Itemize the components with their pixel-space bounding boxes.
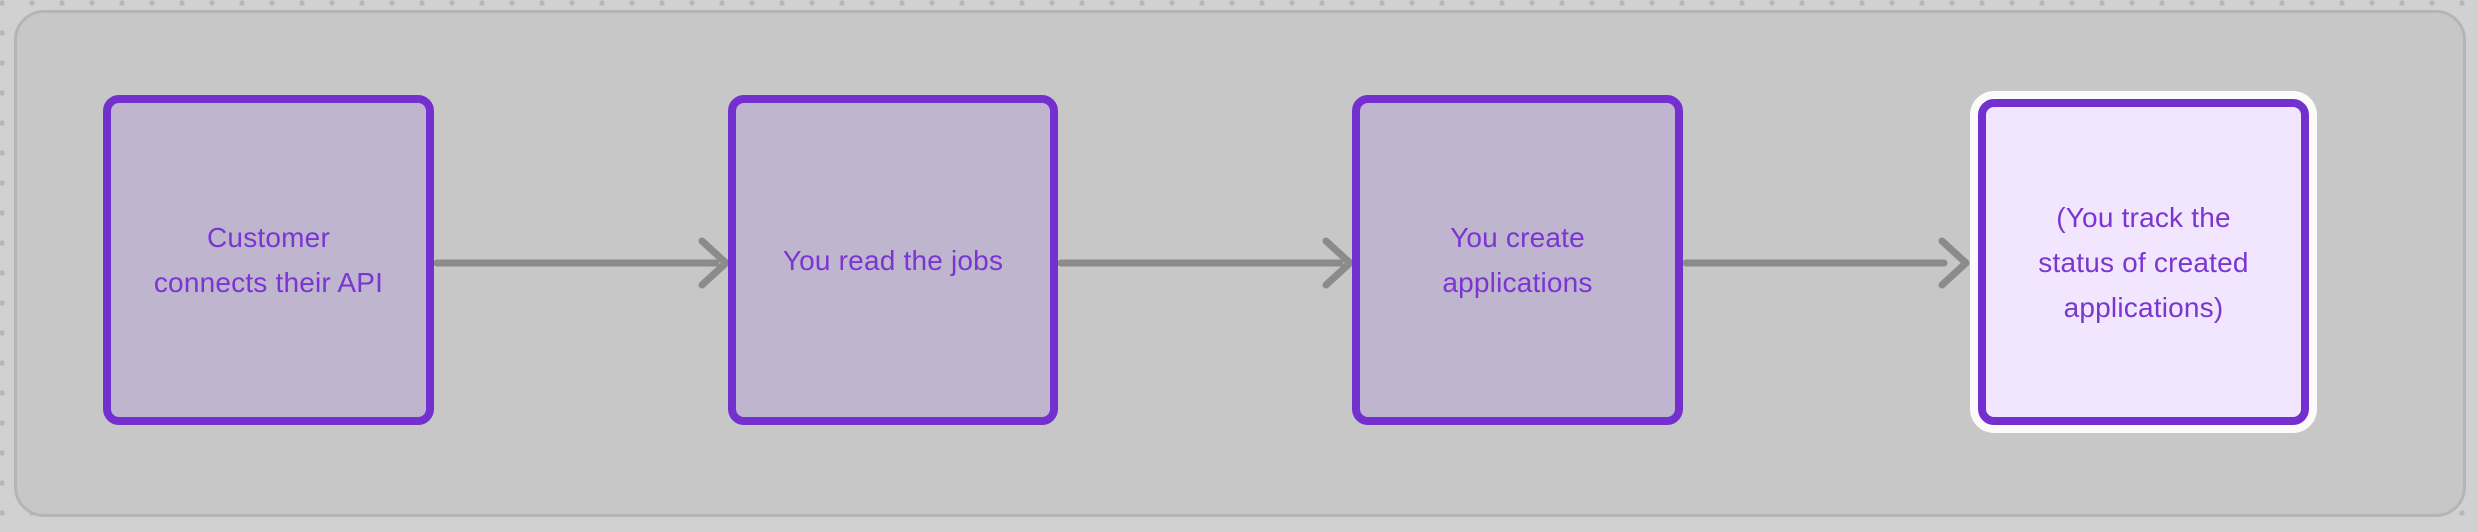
- node-label: Customer connects their API: [153, 222, 384, 298]
- flow-node-customer-connects-api[interactable]: Customer connects their API: [103, 95, 434, 425]
- connector-step2-step3[interactable]: [1057, 237, 1354, 289]
- connector-step3-step4[interactable]: [1682, 237, 1970, 289]
- flow-node-create-applications[interactable]: You create applications: [1352, 95, 1683, 425]
- node-label: (You track the status of created applica…: [2038, 201, 2249, 323]
- connector-step1-step2[interactable]: [433, 237, 730, 289]
- flow-node-read-jobs[interactable]: You read the jobs: [728, 95, 1058, 425]
- node-label: You create applications: [1442, 222, 1593, 298]
- node-label: You read the jobs: [782, 244, 1004, 276]
- flow-node-track-status-highlighted[interactable]: (You track the status of created applica…: [1978, 99, 2309, 425]
